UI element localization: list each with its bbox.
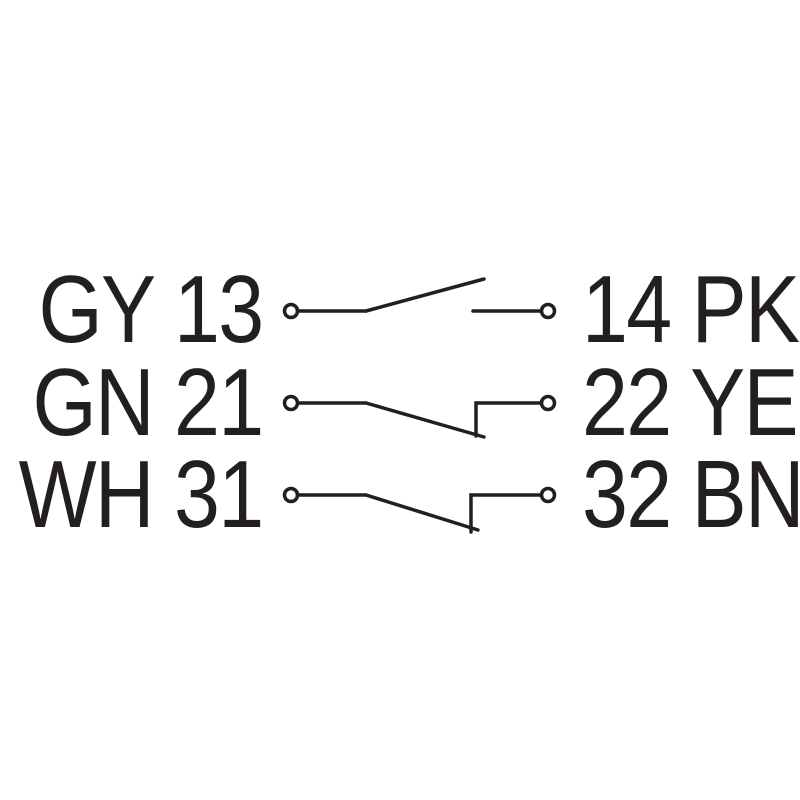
contact-1-symbol [282, 277, 557, 320]
contact-3-left-terminal [282, 486, 300, 504]
contact-1-lever [364, 277, 486, 313]
contact-2-right-lead [474, 401, 544, 438]
contact-3-right-terminal [539, 486, 557, 504]
contact-3-right-label: 32 BN [582, 441, 800, 548]
contact-3-right-lead [469, 493, 544, 534]
contact-2-right-label: 22 YE [582, 349, 799, 456]
contact-2-left-label: GN 21 [31, 349, 264, 456]
contact-1-left-label: GY 13 [38, 256, 264, 363]
contact-2-symbol [282, 394, 557, 439]
contact-3-lever [364, 493, 480, 532]
contact-2-left-terminal [282, 394, 300, 412]
contact-1-left-terminal [282, 302, 300, 320]
contact-3-symbol [282, 486, 557, 534]
contact-2-lever [364, 401, 486, 439]
contact-1-right-terminal [539, 302, 557, 320]
contact-3-left-label: WH 31 [18, 441, 263, 548]
contact-1-right-label: 14 PK [582, 256, 800, 363]
contact-2-right-terminal [539, 394, 557, 412]
